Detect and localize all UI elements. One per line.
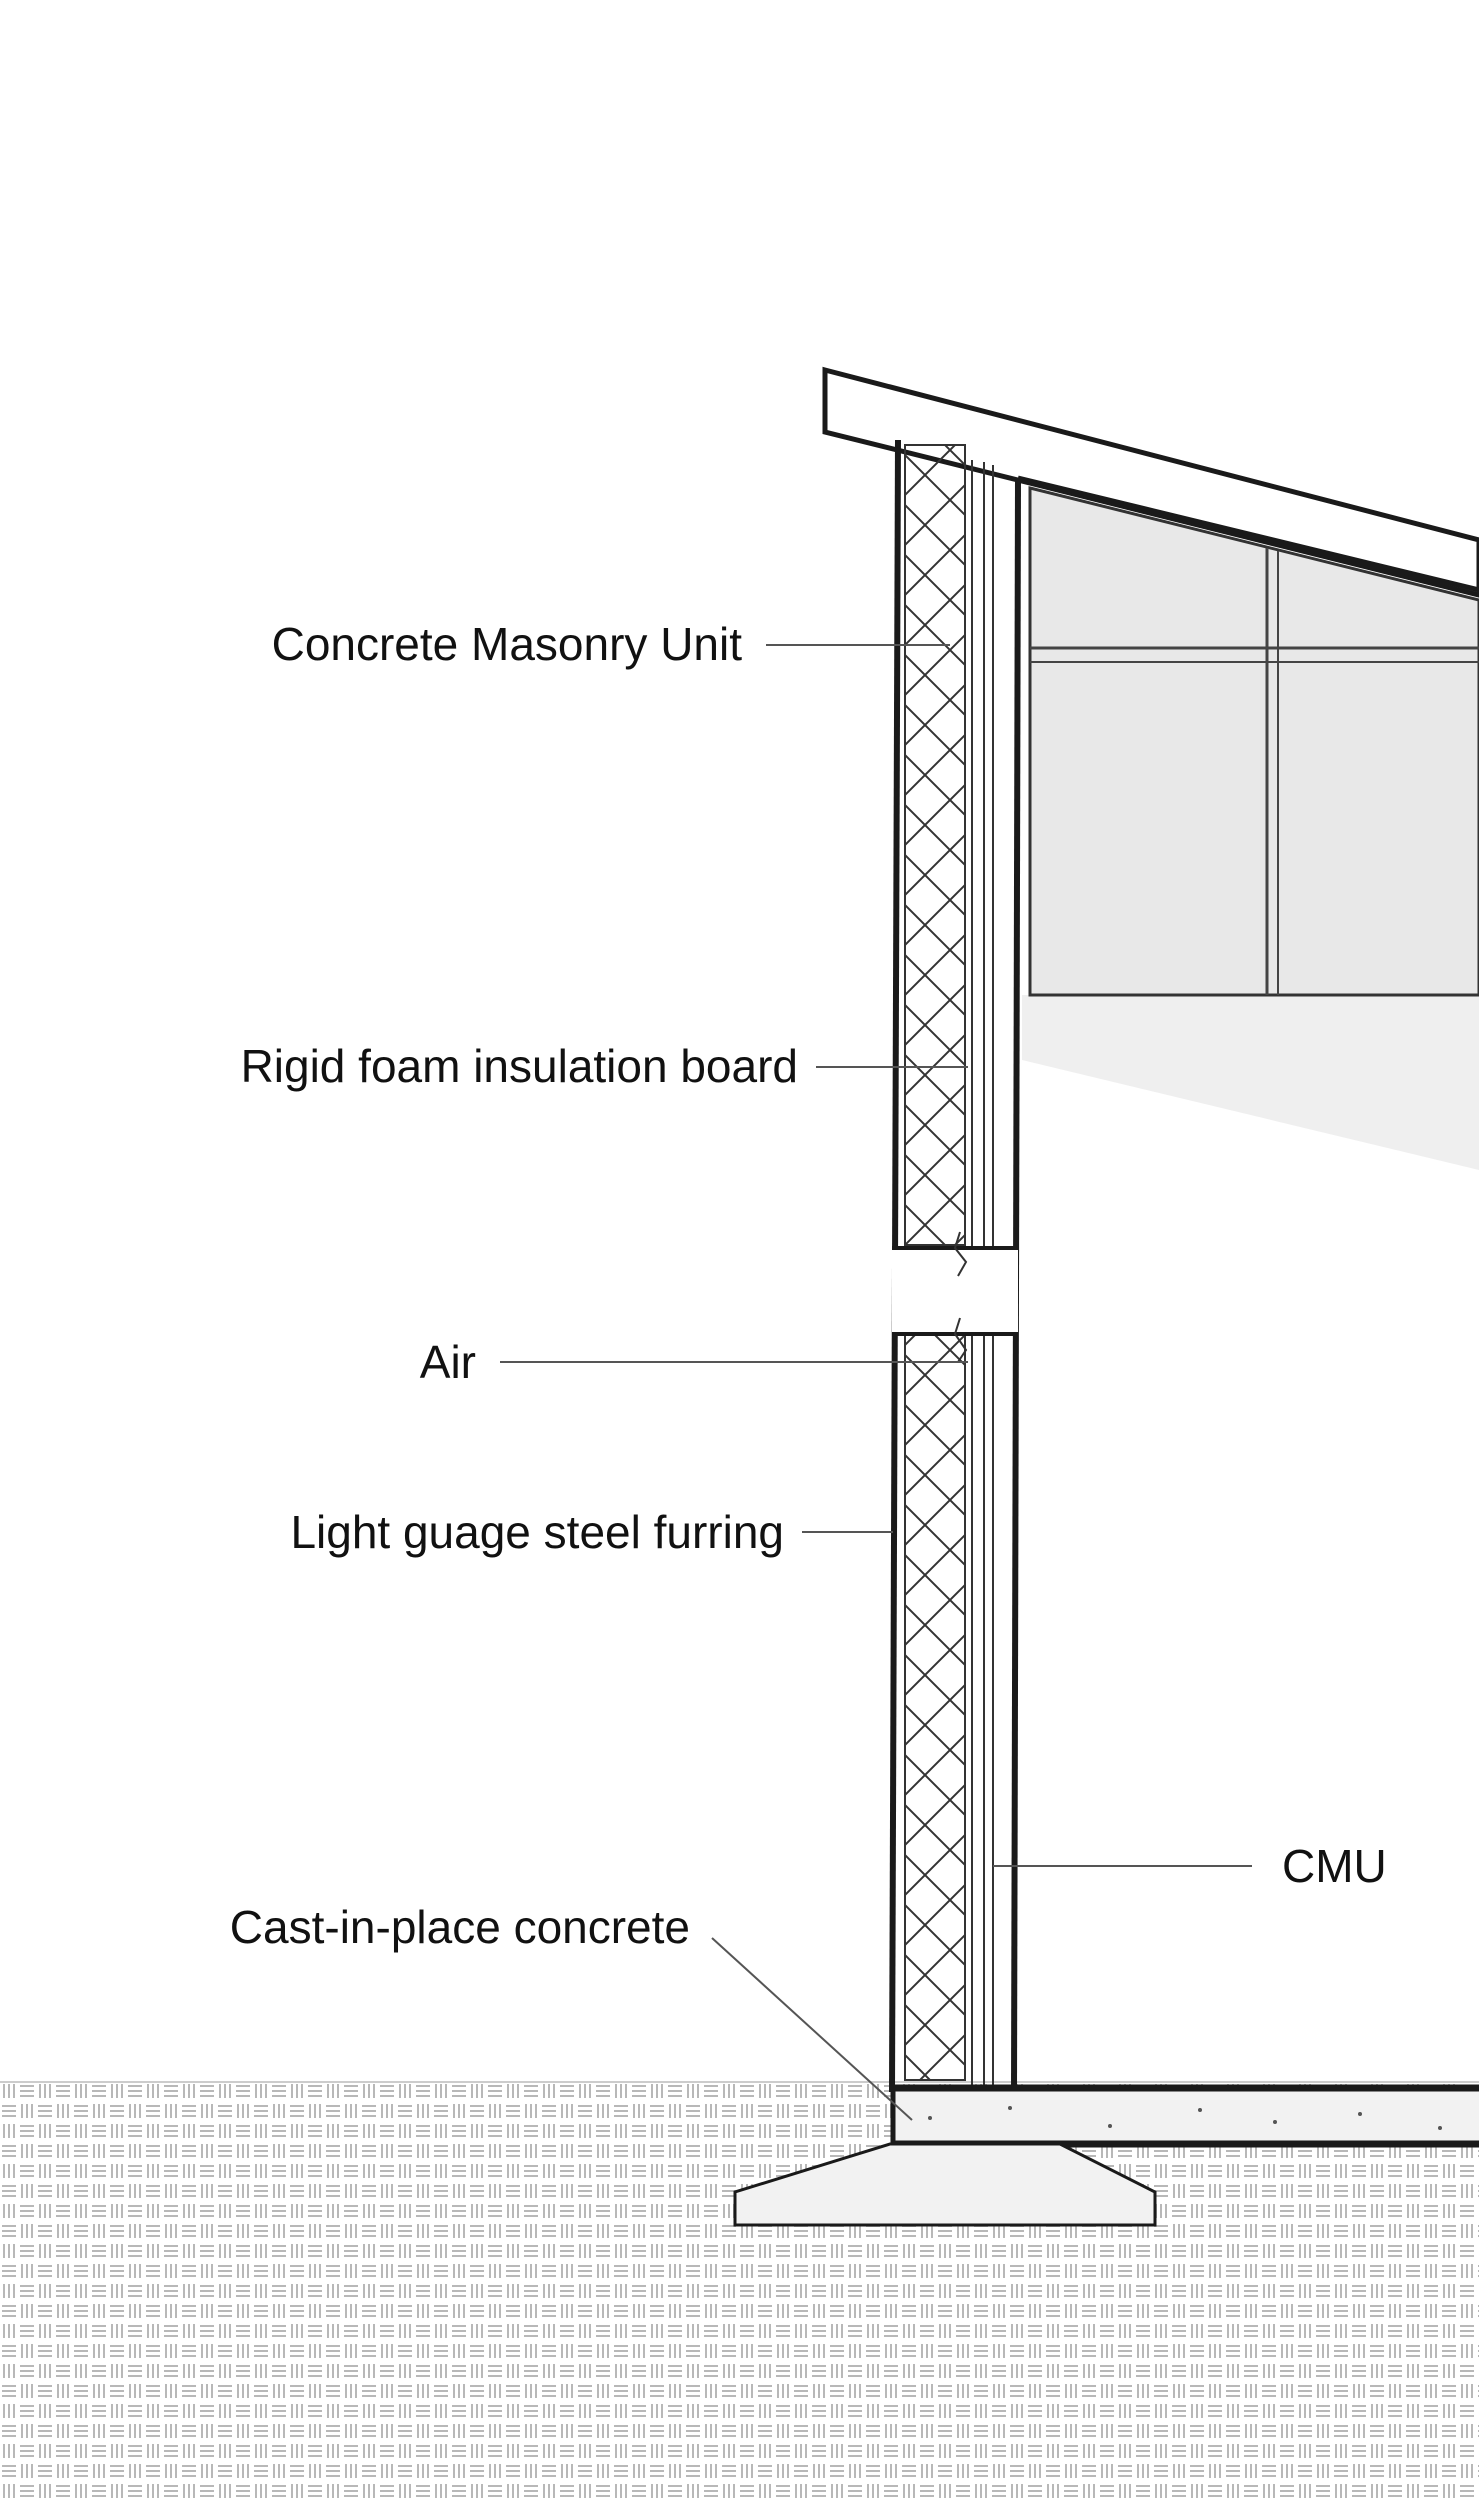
interior-shadow (1022, 995, 1479, 1170)
label-concrete-masonry-unit: Concrete Masonry Unit (272, 618, 743, 670)
wall-break (892, 1231, 1018, 1363)
label-rigid-foam: Rigid foam insulation board (241, 1040, 798, 1092)
label-air: Air (420, 1336, 476, 1388)
roof-slab (822, 366, 1479, 598)
label-cmu: CMU (1282, 1840, 1387, 1892)
insulation-hatch-icon (904, 444, 966, 1246)
insulation-hatch-lower (904, 1334, 966, 2081)
window (1028, 486, 1479, 997)
ceiling-line (1017, 475, 1479, 593)
footing (733, 2142, 1157, 2227)
leader-lines (500, 644, 1252, 2121)
soil-hatch-icon (0, 2081, 1479, 2499)
label-cast-in-place-concrete: Cast-in-place concrete (230, 1901, 690, 1953)
label-steel-furring: Light guage steel furring (290, 1506, 784, 1558)
floor-slab (890, 2084, 1479, 2148)
